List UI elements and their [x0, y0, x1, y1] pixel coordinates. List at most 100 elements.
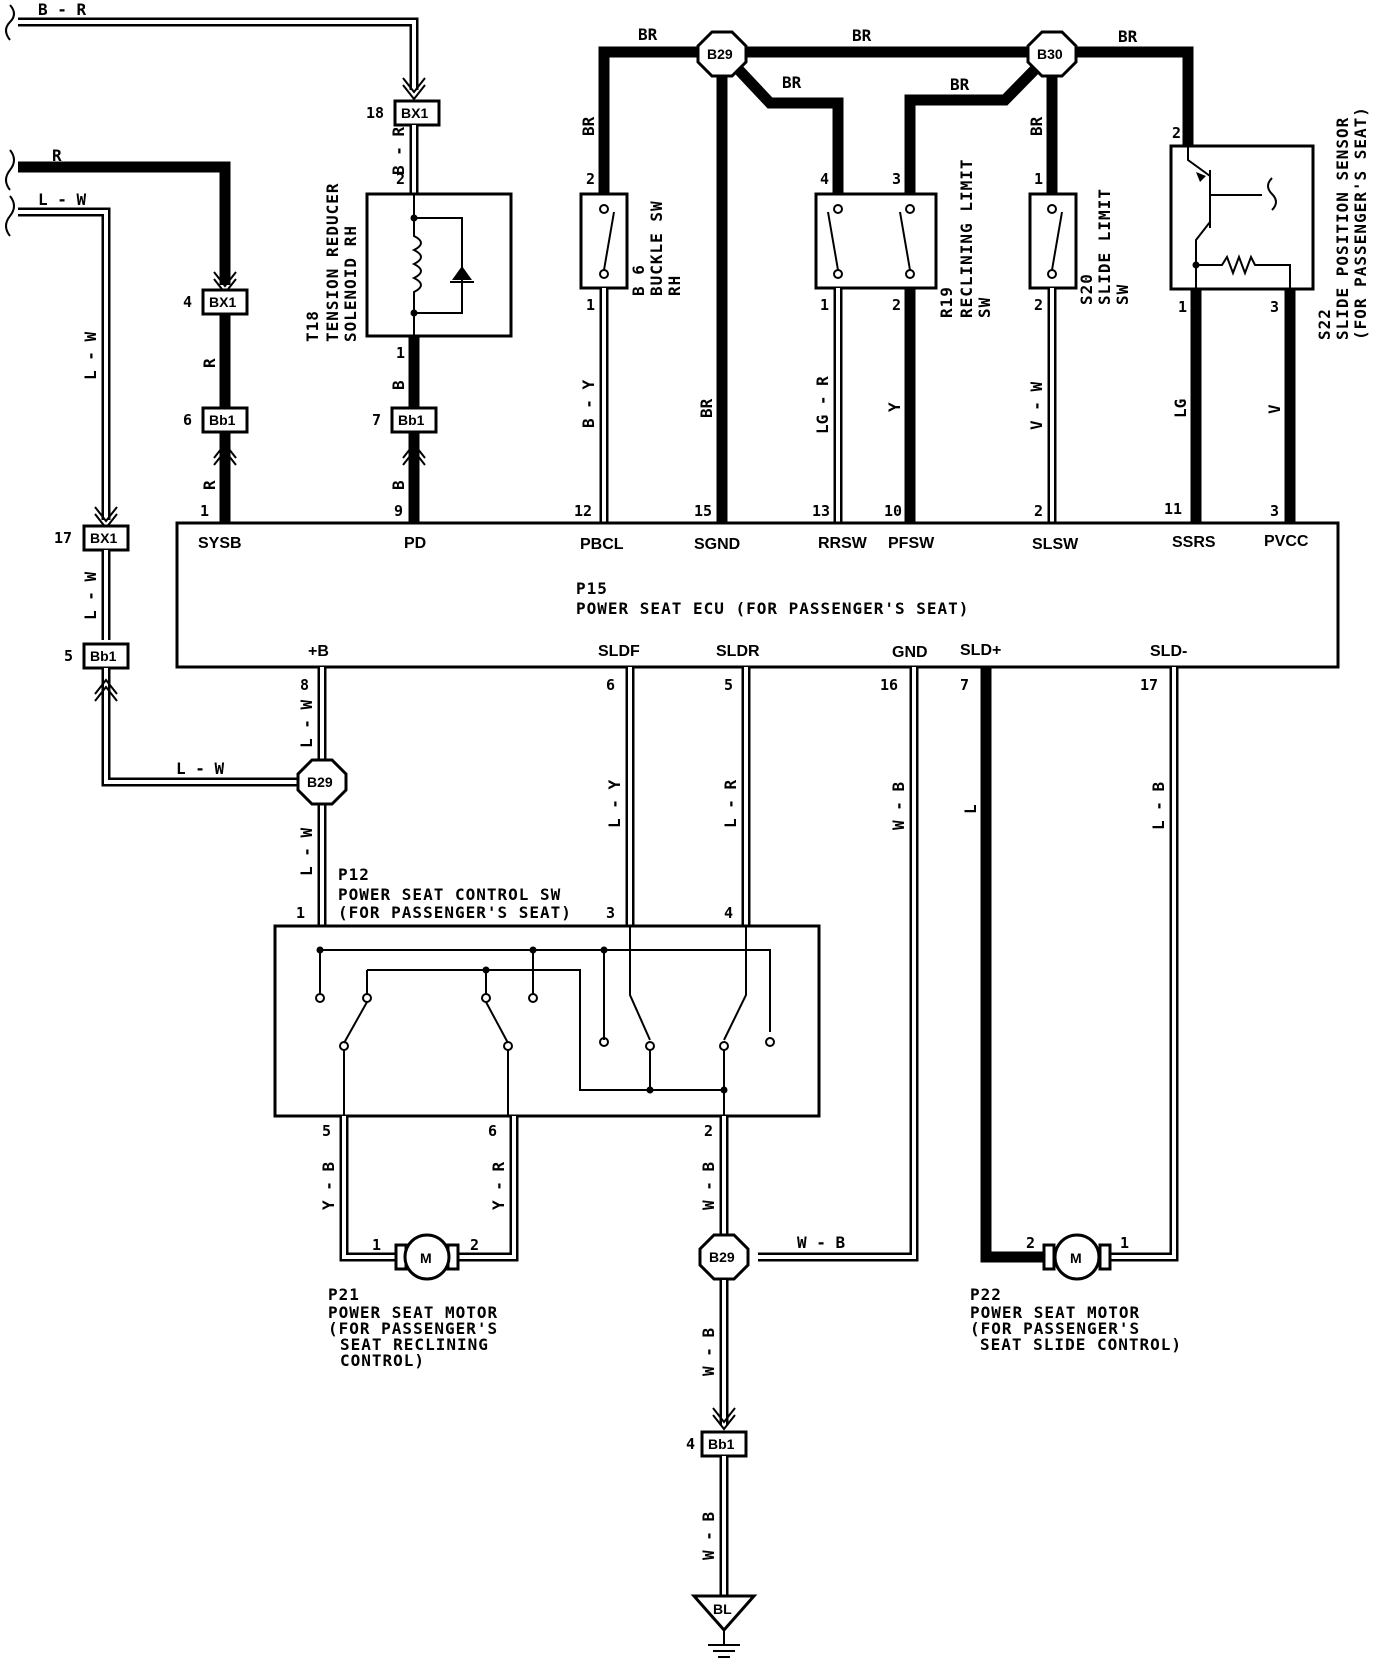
svg-text:L: L	[961, 804, 980, 814]
connector-bx1-17: BX1 17	[54, 524, 130, 552]
svg-text:V - W: V - W	[1027, 381, 1046, 430]
svg-text:POWER SEAT MOTOR: POWER SEAT MOTOR	[970, 1303, 1140, 1322]
svg-text:W - B: W - B	[699, 1161, 718, 1210]
svg-text:6: 6	[488, 1122, 497, 1140]
svg-text:BX1: BX1	[90, 530, 117, 546]
svg-text:L - R: L - R	[721, 779, 740, 828]
svg-text:4: 4	[183, 293, 192, 311]
svg-text:3: 3	[1270, 502, 1279, 520]
svg-text:3: 3	[892, 170, 901, 188]
svg-text:SLSW: SLSW	[1032, 536, 1079, 553]
svg-text:POWER SEAT ECU (FOR PASSENGER': POWER SEAT ECU (FOR PASSENGER'S SEAT)	[576, 599, 969, 618]
wire-label-b-r: B - R	[38, 0, 87, 19]
svg-text:SLD+: SLD+	[960, 642, 1001, 659]
slide-limit-switch: 1 2 S20 SLIDE LIMIT SW	[1028, 170, 1132, 314]
svg-text:SSRS: SSRS	[1172, 534, 1216, 551]
svg-text:V: V	[1265, 404, 1284, 414]
svg-text:SEAT RECLINING: SEAT RECLINING	[340, 1335, 489, 1354]
junction-b29-top: B29	[696, 30, 748, 78]
svg-text:RH: RH	[665, 275, 684, 296]
svg-text:B29: B29	[709, 1249, 735, 1265]
svg-text:LG - R: LG - R	[813, 376, 832, 434]
svg-text:4: 4	[820, 170, 829, 188]
junction-b29-bottom: B29	[698, 1233, 750, 1281]
svg-text:M: M	[420, 1250, 432, 1266]
svg-text:1: 1	[372, 1236, 381, 1254]
svg-text:W - B: W - B	[797, 1233, 846, 1252]
svg-text:CONTROL): CONTROL)	[340, 1351, 425, 1370]
svg-text:BUCKLE SW: BUCKLE SW	[647, 200, 666, 296]
svg-text:BR: BR	[852, 26, 872, 45]
svg-text:RRSW: RRSW	[818, 535, 868, 552]
svg-text:BX1: BX1	[209, 294, 236, 310]
svg-text:5: 5	[724, 676, 733, 694]
svg-text:P21: P21	[328, 1285, 360, 1304]
svg-text:17: 17	[54, 529, 72, 547]
svg-text:PBCL: PBCL	[580, 536, 624, 553]
svg-text:B29: B29	[707, 46, 733, 62]
power-seat-motor-slide: M 2 1 P22 POWER SEAT MOTOR (FOR PASSENGE…	[970, 1233, 1182, 1354]
svg-text:Bb1: Bb1	[209, 412, 236, 428]
junction-b30-top: B30	[1026, 30, 1078, 78]
connector-bb1-5: Bb1 5	[64, 642, 130, 670]
svg-text:R: R	[200, 480, 219, 490]
svg-text:2: 2	[1026, 1234, 1035, 1252]
svg-text:18: 18	[366, 104, 384, 122]
svg-text:1: 1	[1120, 1234, 1129, 1252]
svg-text:(FOR PASSENGER'S: (FOR PASSENGER'S	[970, 1319, 1140, 1338]
svg-text:2: 2	[892, 296, 901, 314]
svg-text:1: 1	[296, 904, 305, 922]
ground-bl: BL	[690, 1594, 758, 1658]
svg-text:+B: +B	[308, 643, 329, 660]
svg-text:BR: BR	[579, 116, 598, 136]
wire-label-r: R	[52, 146, 62, 165]
wire-r: R	[5, 146, 237, 295]
svg-text:W - B: W - B	[699, 1511, 718, 1560]
svg-text:BL: BL	[713, 1601, 732, 1617]
svg-text:L - W: L - W	[176, 759, 225, 778]
svg-text:W - B: W - B	[889, 781, 908, 830]
svg-text:RECLINING LIMIT: RECLINING LIMIT	[957, 159, 976, 319]
svg-text:17: 17	[1140, 676, 1158, 694]
svg-text:4: 4	[686, 1435, 695, 1453]
svg-text:2: 2	[586, 170, 595, 188]
slide-position-sensor: 2 1 3 S22 SLIDE POSITION SENSOR (FOR PAS…	[1169, 106, 1370, 340]
svg-text:BR: BR	[638, 25, 658, 44]
power-seat-control-switch: P12 POWER SEAT CONTROL SW (FOR PASSENGER…	[273, 865, 821, 1140]
svg-text:P15: P15	[576, 579, 608, 598]
svg-text:3: 3	[606, 904, 615, 922]
svg-text:SEAT SLIDE CONTROL): SEAT SLIDE CONTROL)	[980, 1335, 1182, 1354]
svg-text:SLDF: SLDF	[598, 643, 640, 660]
svg-text:B: B	[389, 480, 408, 490]
svg-text:B: B	[389, 380, 408, 390]
svg-text:1: 1	[200, 502, 209, 520]
reclining-limit-switch: 4 3 1 2 R19 RECLINING LIMIT SW	[814, 159, 994, 319]
svg-text:SOLENOID RH: SOLENOID RH	[341, 225, 360, 342]
svg-text:2: 2	[704, 1122, 713, 1140]
svg-text:W - B: W - B	[699, 1327, 718, 1376]
svg-text:PFSW: PFSW	[888, 535, 935, 552]
svg-text:B30: B30	[1037, 46, 1063, 62]
svg-text:SYSB: SYSB	[198, 535, 242, 552]
svg-text:2: 2	[396, 170, 405, 188]
svg-text:SGND: SGND	[694, 536, 740, 553]
svg-text:Bb1: Bb1	[90, 648, 117, 664]
svg-text:1: 1	[1178, 298, 1187, 316]
wire-label-l-w-top: L - W	[38, 190, 87, 209]
svg-text:SLIDE LIMIT: SLIDE LIMIT	[1095, 188, 1114, 305]
svg-text:7: 7	[372, 411, 381, 429]
svg-text:BR: BR	[697, 398, 716, 418]
svg-text:R: R	[200, 358, 219, 368]
svg-text:L - W: L - W	[297, 699, 316, 748]
connector-bb1-6: Bb1 6	[183, 406, 249, 434]
buckle-switch-rh: 2 1 B 6 BUCKLE SW RH	[579, 170, 684, 314]
wire-l-w-in: L - W L - W	[5, 190, 118, 530]
svg-text:6: 6	[606, 676, 615, 694]
svg-text:BX1: BX1	[401, 105, 428, 121]
svg-text:SLD-: SLD-	[1150, 643, 1187, 660]
svg-text:SLIDE POSITION SENSOR: SLIDE POSITION SENSOR	[1333, 117, 1352, 340]
svg-text:L - W: L - W	[297, 827, 316, 876]
svg-text:Y - B: Y - B	[319, 1161, 338, 1210]
br-bus: BR BR BR BR BR BR BR BR	[579, 25, 1194, 522]
